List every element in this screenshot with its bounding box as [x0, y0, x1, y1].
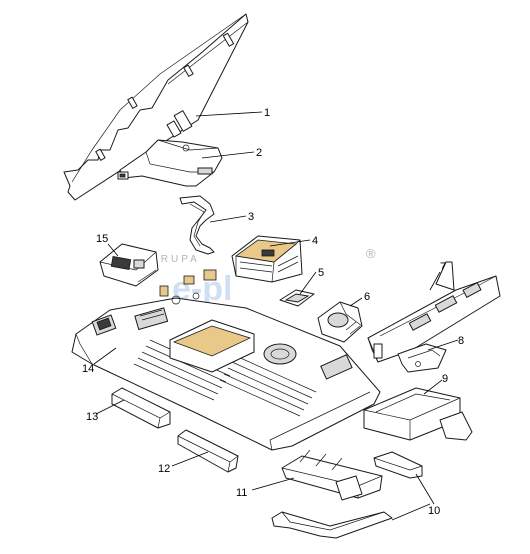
leader-10b: [391, 503, 431, 521]
part-6-fan-module: [317, 301, 363, 343]
part-11-drive-filler: [281, 449, 383, 501]
leader-1: [195, 111, 263, 117]
leader-7: [429, 271, 441, 291]
part-3-cable: [179, 195, 215, 255]
leader-2: [201, 151, 255, 159]
leader-4: [269, 239, 311, 247]
part-14-system-board: [71, 297, 381, 451]
part-9-drive-tray: [363, 387, 473, 441]
part-5-processor: [279, 289, 315, 307]
leader-14: [93, 347, 117, 365]
part-7-expansion-bracket: [367, 261, 501, 363]
leader-3: [209, 215, 247, 223]
leader-13: [95, 399, 125, 415]
callout-4: 4: [312, 235, 318, 247]
callout-10: 10: [428, 505, 440, 517]
callout-5: 5: [318, 267, 324, 279]
part-8-clip: [397, 343, 447, 373]
part-4-heat-sink: [231, 235, 303, 283]
leader-lines: [93, 111, 459, 521]
leader-15: [107, 243, 119, 257]
leader-10a: [415, 473, 435, 505]
hardware-screws: [159, 269, 217, 305]
part-10-release-levers: [271, 451, 423, 539]
part-12-dimm: [177, 429, 239, 473]
callout-15: 15: [96, 233, 108, 245]
part-2-bracket: [117, 139, 223, 187]
callout-7: 7: [440, 261, 446, 273]
callout-1: 1: [264, 107, 270, 119]
leader-5: [299, 271, 317, 295]
callout-3: 3: [248, 211, 254, 223]
callout-14: 14: [82, 363, 94, 375]
leader-6: [349, 297, 363, 307]
dimm-slots-right: [219, 355, 317, 417]
callout-12: 12: [158, 463, 170, 475]
callout-labels: 1 2 3 4 5 6 7 8 9 10 11 12 13 14 15: [82, 107, 464, 517]
part-1-top-cover: [63, 13, 249, 201]
callout-2: 2: [256, 147, 262, 159]
callout-13: 13: [86, 411, 98, 423]
callout-9: 9: [442, 373, 448, 385]
leader-11: [251, 477, 295, 491]
part-13-filler: [111, 387, 171, 429]
leader-8: [427, 339, 459, 351]
watermark-registered-mark: ®: [366, 246, 376, 261]
callout-6: 6: [364, 291, 370, 303]
watermark-text: GRUPA: [150, 254, 200, 265]
leader-9: [423, 379, 443, 395]
leader-12: [171, 451, 209, 467]
callout-8: 8: [458, 335, 464, 347]
part-15-mezzanine-card: [99, 243, 159, 287]
callout-11: 11: [236, 487, 247, 499]
